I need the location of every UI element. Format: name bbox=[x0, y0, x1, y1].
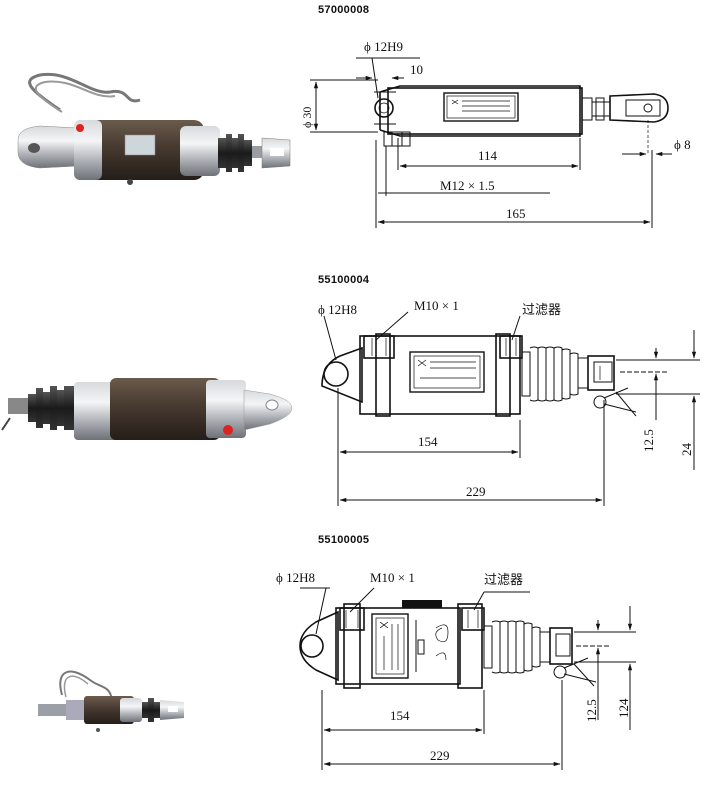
photo-actuator-2 bbox=[1, 378, 293, 440]
dim-3-clevis-b: 124 bbox=[616, 698, 631, 718]
drawing-3 bbox=[299, 587, 636, 770]
dim-3-thread: M10 × 1 bbox=[370, 570, 415, 585]
dim-1-dia: ϕ 30 bbox=[300, 107, 314, 128]
drawing-2 bbox=[321, 311, 700, 506]
part-code-3: 55100005 bbox=[318, 534, 370, 546]
photo-actuator-3 bbox=[38, 670, 184, 732]
dim-3-clevis-a: 12.5 bbox=[584, 699, 599, 722]
dim-3-bore: ϕ 12H8 bbox=[276, 570, 315, 585]
dim-1-bore: ϕ 12H9 bbox=[364, 39, 403, 54]
dim-2-filter: 过滤器 bbox=[522, 302, 561, 317]
dim-1-total: 165 bbox=[506, 206, 526, 221]
part-code-1: 57000008 bbox=[318, 4, 370, 16]
dim-3-total: 229 bbox=[430, 748, 450, 763]
photo-actuator-1 bbox=[17, 72, 291, 185]
part-code-2: 55100004 bbox=[318, 274, 370, 286]
drawing-1 bbox=[310, 57, 672, 228]
dim-1-offset: 10 bbox=[410, 62, 423, 77]
dim-2-clevis-a: 12.5 bbox=[641, 429, 656, 452]
dim-2-length-a: 154 bbox=[418, 434, 438, 449]
dim-1-thread: M12 × 1.5 bbox=[440, 178, 495, 193]
dim-3-length-a: 154 bbox=[390, 708, 410, 723]
dim-2-thread: M10 × 1 bbox=[414, 298, 459, 313]
dim-3-filter: 过滤器 bbox=[484, 572, 523, 587]
dim-2-total: 229 bbox=[466, 484, 486, 499]
dim-1-pin: ϕ 8 bbox=[674, 137, 691, 152]
dim-2-clevis-b: 24 bbox=[679, 443, 694, 457]
dim-1-length-a: 114 bbox=[478, 148, 498, 163]
dim-2-bore: ϕ 12H8 bbox=[318, 302, 357, 317]
